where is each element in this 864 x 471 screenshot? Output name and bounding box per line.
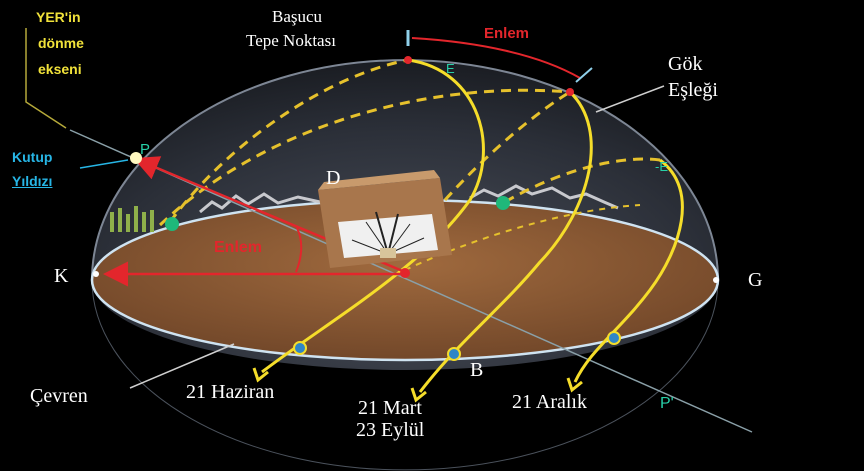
label-point-minus-e: -E [655, 159, 668, 174]
label-september: 23 Eylül [356, 419, 425, 441]
g-point-dot [713, 277, 719, 283]
sun-path-june [261, 58, 485, 374]
horizon-leader [129, 343, 235, 389]
sun-path-december [573, 158, 684, 383]
label-earth-axis-1: YER'in [36, 9, 81, 25]
horizon-dot-december [607, 331, 621, 345]
label-point-g: G [748, 269, 763, 291]
label-december: 21 Aralık [512, 391, 587, 413]
label-pole-star-2: Yıldızı [12, 173, 53, 189]
horizon-dot-back-east [165, 217, 179, 231]
label-point-d: D [326, 167, 341, 189]
lower-sphere-outline [91, 279, 719, 471]
label-earth-axis-2: dönme [38, 35, 84, 51]
label-june: 21 Haziran [186, 381, 275, 403]
k-point-dot [93, 271, 99, 277]
pole-star-leader [79, 159, 129, 169]
label-celestial-equator-1: Gök [668, 53, 703, 75]
arrowhead-march [410, 387, 427, 403]
label-point-p: P [140, 141, 151, 158]
label-march: 21 Mart [358, 397, 422, 419]
latitude-angle-arc [295, 227, 303, 273]
horizon-plane [92, 200, 718, 360]
celestial-equator-front [404, 204, 641, 271]
pole-star-glow [130, 152, 142, 164]
label-pole-star-1: Kutup [12, 149, 53, 165]
observer-center [400, 268, 410, 278]
arrowhead-december [566, 377, 583, 393]
label-zenith-1: Başucu [272, 7, 323, 26]
label-latitude-top: Enlem [484, 25, 530, 42]
sundial-box [318, 170, 452, 268]
horizon-dot-june [293, 341, 307, 355]
equator-tick [575, 67, 593, 83]
label-point-e: E [446, 61, 455, 76]
sun-path-march-september [418, 90, 593, 393]
celestial-equator-leader [595, 85, 665, 113]
equator-dot [566, 88, 574, 96]
label-point-b: B [470, 359, 484, 381]
zenith-dot [404, 56, 412, 64]
label-point-p-prime: P' [660, 395, 674, 412]
latitude-arc-top [411, 37, 581, 79]
label-latitude-center: Enlem [214, 239, 263, 256]
arrowhead-june [252, 367, 269, 383]
sun-path-back-dashed-2 [443, 90, 571, 202]
earth-axis-leader [25, 28, 67, 129]
sun-path-back-dashed-1 [168, 58, 409, 223]
label-zenith-2: Tepe Noktası [246, 31, 336, 50]
label-horizon: Çevren [30, 385, 88, 407]
label-point-k: K [54, 265, 69, 287]
horizon-dot-march [447, 347, 461, 361]
trees [110, 206, 154, 232]
label-celestial-equator-2: Eşleği [668, 79, 718, 101]
horizon-dot-back-west [496, 196, 510, 210]
label-earth-axis-3: ekseni [38, 61, 82, 77]
